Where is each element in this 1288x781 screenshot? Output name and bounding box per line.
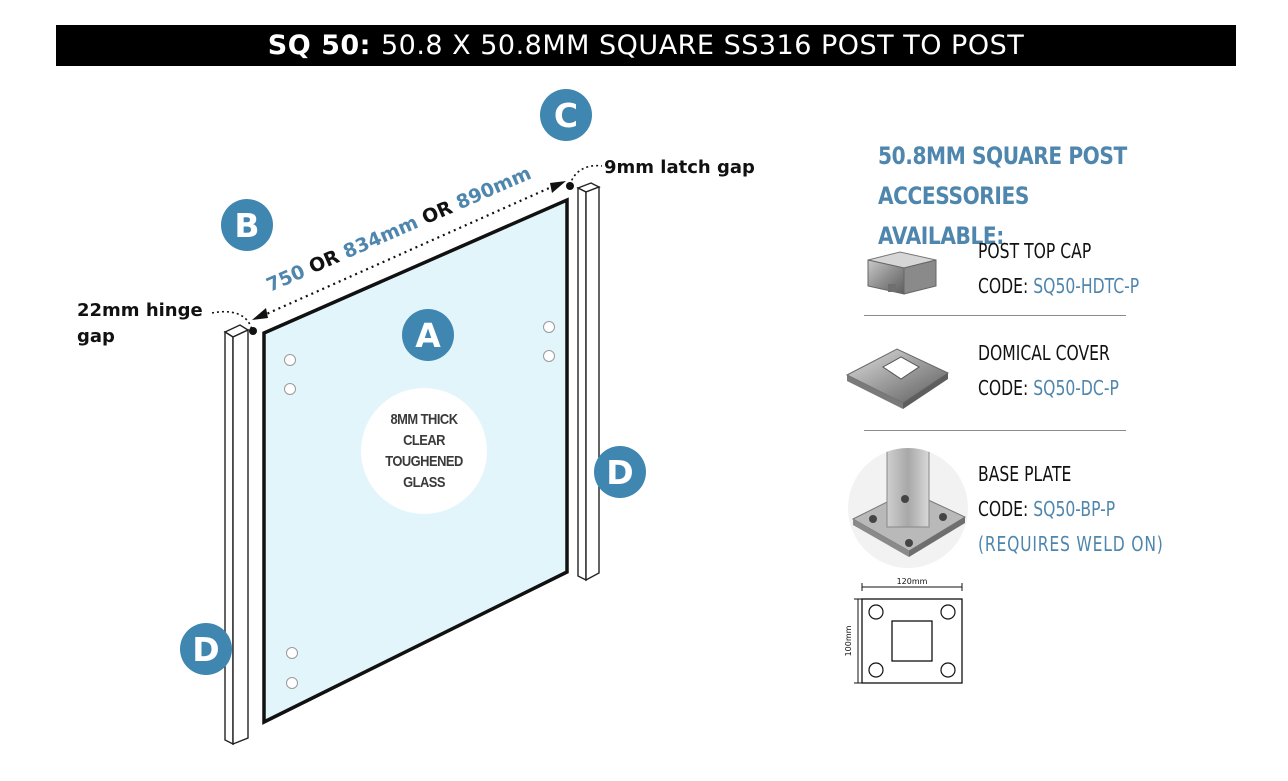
hinge-gap-line2: gap — [77, 326, 115, 347]
latch-gap-note: 9mm latch gap — [604, 157, 755, 178]
glass-spec-line1: 8MM THICK — [390, 411, 458, 428]
glass-spec-line2: CLEAR — [403, 432, 445, 449]
glass-spec-label: 8MM THICK CLEAR TOUGHENED GLASS — [361, 388, 487, 514]
domical-cover-code-row: CODE: SQ50-DC-P — [978, 376, 1119, 400]
accessory-separator — [864, 430, 1126, 431]
latch-gap-leader — [566, 164, 603, 190]
glass-spec-line4: GLASS — [403, 474, 445, 491]
width-dimension-arrow — [252, 181, 566, 320]
badge-d-left: D — [180, 623, 232, 675]
accessories-heading-line2: ACCESSORIES AVAILABLE: — [878, 182, 1029, 250]
badge-d-right: D — [594, 446, 646, 498]
post-top-cap-name: POST TOP CAP — [978, 239, 1092, 263]
title-description: 50.8 X 50.8MM SQUARE SS316 POST TO POST — [380, 30, 1025, 61]
badge-a: A — [402, 309, 454, 361]
accessories-heading-line1: 50.8MM SQUARE POST — [878, 142, 1127, 170]
accessories-heading: 50.8MM SQUARE POST ACCESSORIES AVAILABLE… — [878, 136, 1155, 256]
post-top-cap-info: POST TOP CAP CODE: SQ50-HDTC-P — [978, 234, 1139, 304]
domical-cover-info: DOMICAL COVER CODE: SQ50-DC-P — [978, 336, 1119, 406]
domical-cover-code: SQ50-DC-P — [1033, 376, 1119, 400]
base-plate-image — [848, 448, 968, 568]
post-top-cap-code-row: CODE: SQ50-HDTC-P — [978, 274, 1140, 298]
domical-cover-image — [845, 348, 950, 409]
domical-cover-name: DOMICAL COVER — [978, 341, 1110, 365]
hinge-gap-line1: 22mm hinge — [77, 300, 203, 321]
glass-holes — [284, 321, 555, 689]
title-model: SQ 50: — [267, 30, 371, 61]
hinge-gap-note: 22mm hinge gap — [77, 298, 203, 350]
badge-b: B — [221, 199, 273, 251]
glass-spec-line3: TOUGHENED — [385, 453, 463, 470]
base-plate-drawing: 120mm 100mm — [844, 577, 963, 684]
post-top-cap-code: SQ50-HDTC-P — [1033, 274, 1140, 298]
base-plate-code: SQ50-BP-P — [1033, 497, 1116, 521]
hinge-gap-leader — [211, 310, 257, 335]
base-plate-name: BASE PLATE — [978, 462, 1072, 486]
hinge-post — [223, 324, 250, 746]
latch-post — [576, 182, 601, 582]
accessory-separator — [864, 315, 1126, 316]
base-plate-info: BASE PLATE CODE: SQ50-BP-P (REQUIRES WEL… — [978, 457, 1164, 562]
drawing-width-label: 120mm — [897, 577, 928, 586]
base-plate-weld-note: (REQUIRES WELD ON) — [978, 532, 1164, 556]
post-top-cap-image — [867, 251, 937, 295]
badge-c: C — [540, 89, 592, 141]
base-plate-code-row: CODE: SQ50-BP-P — [978, 497, 1116, 521]
drawing-height-label: 100mm — [844, 625, 853, 656]
title-bar: SQ 50: 50.8 X 50.8MM SQUARE SS316 POST T… — [56, 25, 1236, 66]
